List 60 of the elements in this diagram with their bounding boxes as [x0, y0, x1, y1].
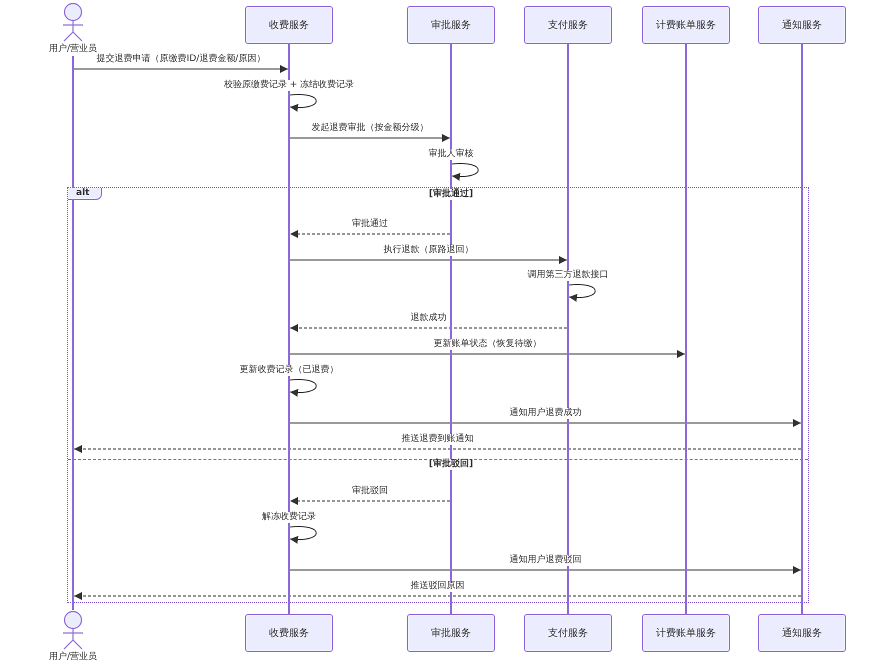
message-label: 调用第三方退款接口 — [528, 270, 608, 281]
participant-box — [758, 6, 846, 44]
actor-label: 用户/营业员 — [49, 650, 98, 663]
participant-label: 计费账单服务 — [656, 626, 716, 640]
message-label: 审批驳回 — [352, 486, 388, 497]
participant-label: 审批服务 — [431, 18, 471, 32]
lifeline — [288, 44, 290, 614]
message-label: 推送退费到账通知 — [402, 434, 474, 445]
message-arrow — [290, 230, 450, 238]
self-message-arrow — [290, 378, 317, 397]
message-arrow — [290, 350, 686, 358]
participant-box — [642, 6, 730, 44]
message-label: 校验原缴费记录 + 冻结收费记录 — [224, 80, 354, 91]
participant-label: 计费账单服务 — [656, 18, 716, 32]
actor — [49, 610, 98, 663]
message-label: 审批人审核 — [428, 149, 474, 160]
message-label: 通知用户退费驳回 — [510, 555, 582, 566]
participant-box — [642, 614, 730, 652]
message-arrow — [290, 419, 802, 427]
participant-box — [524, 6, 612, 44]
message-arrow — [290, 256, 568, 264]
message-label: 通知用户退费成功 — [510, 408, 582, 419]
guard-label: [审批通过] — [428, 189, 474, 200]
message-arrow — [290, 497, 450, 505]
lifeline — [72, 56, 74, 610]
participant-box — [245, 614, 333, 652]
message-arrow — [290, 134, 450, 142]
participant-box — [524, 614, 612, 652]
message-arrow — [290, 324, 568, 332]
lifeline — [801, 44, 803, 614]
participant-label: 收费服务 — [269, 18, 309, 32]
participant-label: 支付服务 — [548, 18, 588, 32]
participant-label: 收费服务 — [269, 626, 309, 640]
participant-box — [407, 6, 495, 44]
message-arrow — [74, 445, 802, 453]
lifeline — [567, 44, 569, 614]
lifeline — [450, 44, 452, 614]
message-label: 退款成功 — [410, 313, 446, 324]
participant-box — [245, 6, 333, 44]
self-message-arrow — [568, 284, 596, 302]
participant-label: 通知服务 — [782, 18, 822, 32]
message-arrow — [74, 65, 288, 73]
participant-label: 审批服务 — [431, 626, 471, 640]
actor-label: 用户/营业员 — [49, 42, 98, 55]
participant-box — [407, 614, 495, 652]
message-label: 解冻收费记录 — [262, 512, 316, 523]
participant-label: 通知服务 — [782, 626, 822, 640]
message-label: 推送驳回原因 — [410, 581, 464, 592]
frame-tag: alt — [68, 188, 102, 200]
guard-label: [审批驳回] — [428, 459, 474, 470]
lifeline — [685, 44, 687, 614]
participant-label: 支付服务 — [548, 626, 588, 640]
self-message-arrow — [452, 162, 479, 181]
self-message-arrow — [290, 526, 317, 544]
self-message-arrow — [290, 94, 317, 112]
participant-box — [758, 614, 846, 652]
message-arrow — [290, 566, 802, 574]
message-arrow — [74, 592, 802, 600]
actor — [49, 2, 98, 55]
message-label: 审批通过 — [352, 219, 388, 230]
